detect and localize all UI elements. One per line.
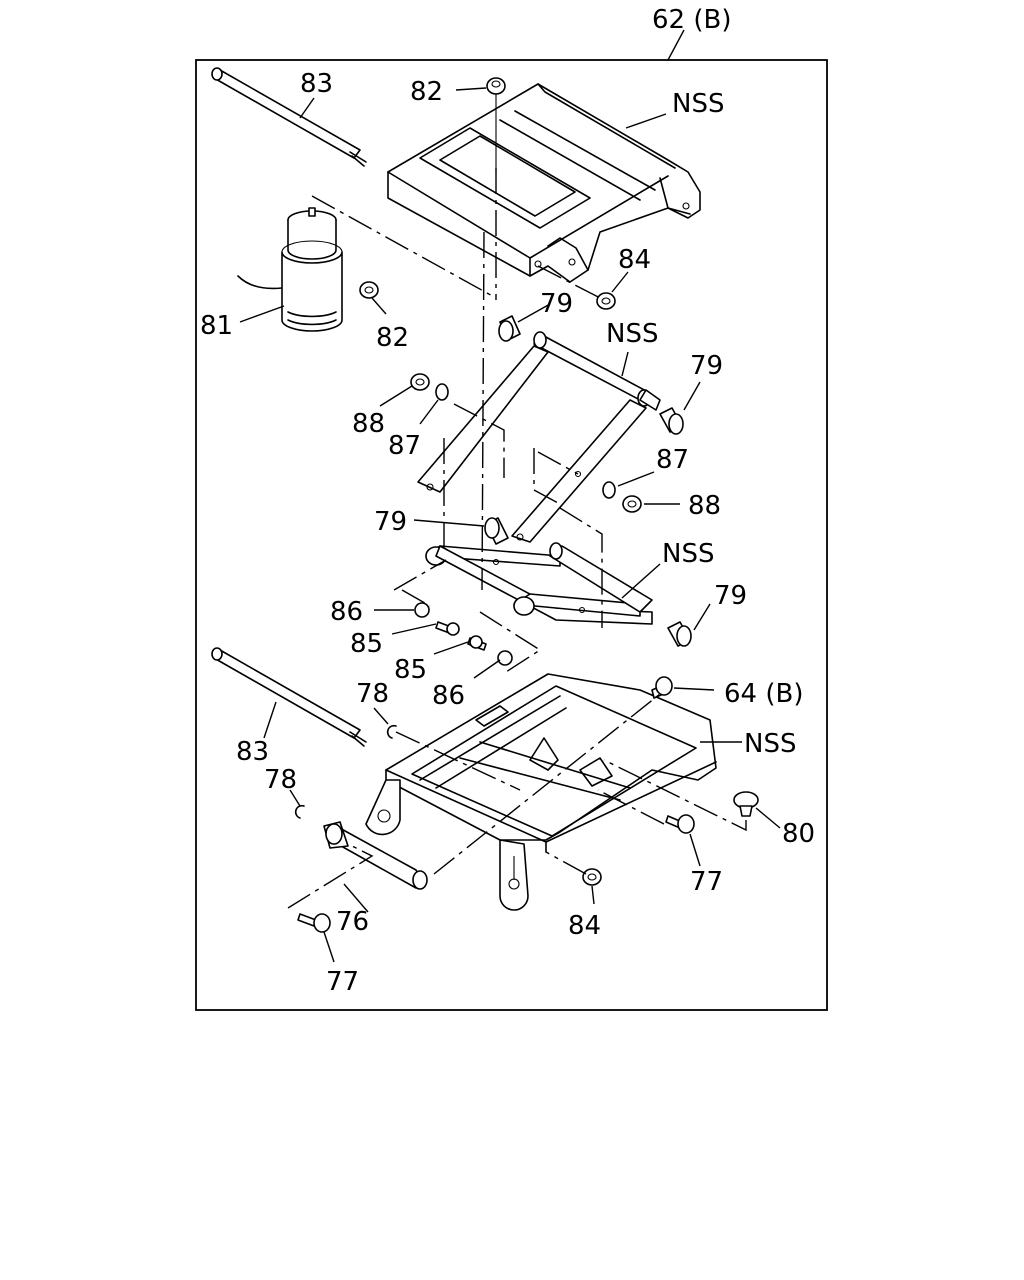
nut-part-88-right [622, 495, 642, 513]
assembly-center-lines [287, 168, 747, 909]
label-part-84-lower: 84 [568, 911, 601, 941]
label-part-79-d: 79 [714, 581, 747, 611]
bushing-part-79 [484, 315, 692, 647]
nut-part-82-side [359, 281, 379, 299]
label-part-83-upper: 83 [300, 69, 333, 99]
scissor-arm-lower [425, 542, 653, 625]
label-part-81: 81 [200, 311, 233, 341]
label-part-78-upper: 78 [356, 679, 389, 709]
label-part-86-right: 86 [432, 681, 465, 711]
label-part-79-c: 79 [374, 507, 407, 537]
top-seat-plate [387, 83, 701, 283]
label-part-79-a: 79 [540, 289, 573, 319]
label-part-64b: 64 (B) [724, 679, 803, 709]
nut-part-84-upper [596, 292, 616, 310]
label-part-77-left: 77 [326, 967, 359, 997]
nut-part-82-top [486, 77, 506, 95]
label-part-85-left: 85 [350, 629, 383, 659]
label-part-79-b: 79 [690, 351, 723, 381]
solenoid-part-81 [237, 207, 343, 332]
label-part-87-left: 87 [388, 431, 421, 461]
label-nss-top: NSS [672, 89, 724, 119]
label-assembly-ref: 62 (B) [652, 5, 731, 35]
bolt-part-77-right [665, 814, 695, 834]
washer-part-87 [435, 383, 616, 499]
bolt-part-85 [435, 621, 487, 651]
label-part-80: 80 [782, 819, 815, 849]
leader-lines [239, 87, 781, 963]
bolt-part-77-left [297, 913, 331, 933]
nut-part-84-lower [582, 868, 602, 886]
spacer-part-86 [414, 602, 513, 666]
label-part-77-right: 77 [690, 867, 723, 897]
label-part-82-side: 82 [376, 323, 409, 353]
scissor-arm-upper [417, 331, 661, 543]
label-part-87-right: 87 [656, 445, 689, 475]
bolt-part-64b [651, 676, 673, 699]
diagram-frame [195, 59, 828, 1011]
label-nss-base: NSS [744, 729, 796, 759]
label-part-86-left: 86 [330, 597, 363, 627]
label-part-76: 76 [336, 907, 369, 937]
label-part-85-right: 85 [394, 655, 427, 685]
knob-part-80 [733, 791, 759, 817]
rod-part-83-upper [211, 67, 367, 167]
label-part-84-upper: 84 [618, 245, 651, 275]
label-part-88-left: 88 [352, 409, 385, 439]
label-part-83-lower: 83 [236, 737, 269, 767]
pivot-tube-part-76 [323, 821, 428, 890]
label-part-88-right: 88 [688, 491, 721, 521]
rod-part-83-lower [211, 647, 367, 747]
label-nss-lower-arm: NSS [662, 539, 714, 569]
label-nss-arm: NSS [606, 319, 658, 349]
clip-part-78 [294, 724, 397, 819]
nut-part-88-left [410, 373, 430, 391]
assembly-ref-leader [667, 29, 685, 61]
label-part-82-top: 82 [410, 77, 443, 107]
label-part-78-lower: 78 [264, 765, 297, 795]
